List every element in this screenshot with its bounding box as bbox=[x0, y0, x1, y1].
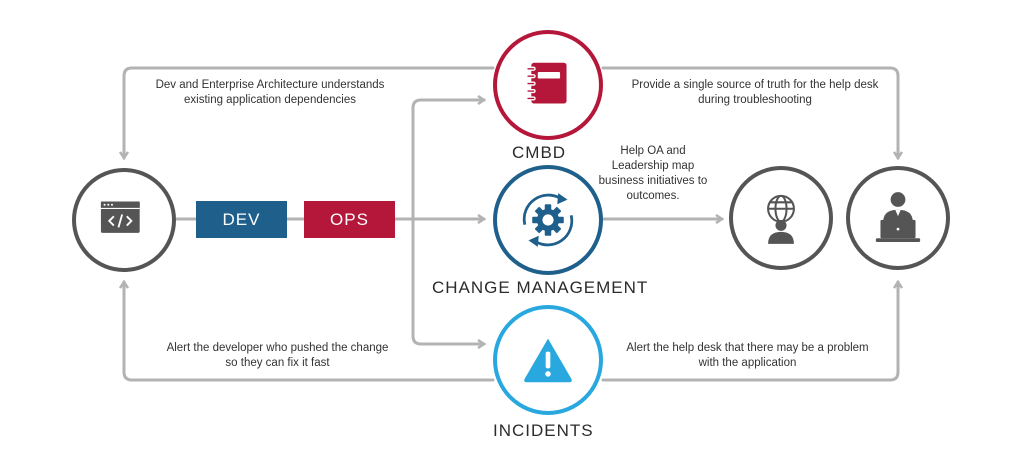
notebook-icon bbox=[525, 62, 567, 104]
note-alert-helpdesk: Alert the help desk that there may be a … bbox=[626, 342, 869, 369]
ops-tag: OPS bbox=[304, 201, 395, 238]
arrow-incidents-to-helpdesk bbox=[601, 282, 898, 382]
note-alert-developer: Alert the developer who pushed the chang… bbox=[166, 342, 389, 369]
note-leadership-map: Help OA and Leadership map business init… bbox=[598, 145, 708, 202]
leadership-node bbox=[729, 166, 833, 270]
dev-tag: DEV bbox=[196, 201, 287, 238]
gear-cycle-icon bbox=[522, 193, 574, 247]
arrow-split-to-cmdb bbox=[411, 100, 484, 221]
warning-icon bbox=[524, 338, 572, 383]
code-window-icon bbox=[100, 201, 140, 233]
helpdesk-node bbox=[846, 166, 950, 270]
person-laptop-icon bbox=[875, 192, 921, 242]
change-management-label: CHANGE MANAGEMENT bbox=[432, 278, 649, 297]
note-single-source-of-truth: Provide a single source of truth for the… bbox=[631, 79, 879, 106]
note-dev-architecture: Dev and Enterprise Architecture understa… bbox=[155, 79, 385, 106]
ops-tag-label: OPS bbox=[330, 209, 369, 229]
incidents-label: INCIDENTS bbox=[493, 421, 594, 440]
arrow-cmdb-to-code bbox=[124, 66, 495, 158]
arrow-split-to-incidents bbox=[411, 217, 484, 344]
cmdb-node bbox=[493, 30, 603, 140]
code-node bbox=[72, 168, 176, 272]
dev-tag-label: DEV bbox=[222, 209, 261, 229]
arrow-incidents-to-code bbox=[124, 282, 495, 382]
global-person-icon bbox=[767, 194, 795, 244]
arrow-cmdb-to-helpdesk bbox=[601, 66, 898, 158]
cmdb-label: CMBD bbox=[512, 143, 567, 162]
change-management-node bbox=[493, 165, 603, 275]
incidents-node bbox=[493, 305, 603, 415]
